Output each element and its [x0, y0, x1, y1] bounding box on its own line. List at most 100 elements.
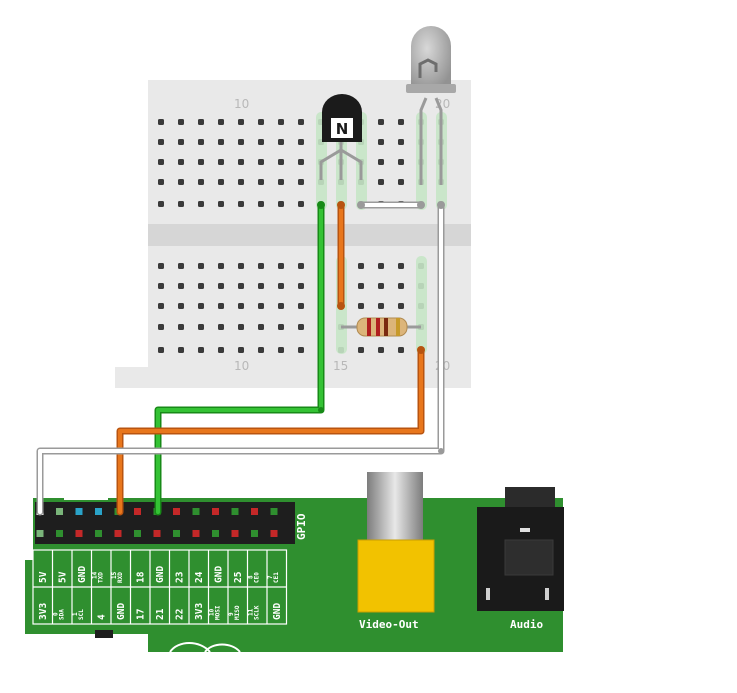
gpio-pin-label: RXD: [117, 572, 124, 583]
gpio-pin: [134, 508, 141, 515]
breadboard-hole: [178, 119, 184, 125]
gpio-pin: [95, 508, 102, 515]
breadboard-hole: [358, 283, 364, 289]
led: [406, 26, 456, 185]
gpio-pin-label: 21: [155, 608, 166, 620]
wires: [36, 201, 445, 516]
breadboard-hole: [258, 159, 264, 165]
led-body: [411, 26, 451, 90]
breadboard-hole: [198, 263, 204, 269]
gpio-pin-label: 4: [96, 614, 107, 620]
resistor: [341, 317, 421, 337]
gpio-pin: [231, 508, 239, 515]
gpio-pin: [251, 508, 258, 515]
breadboard-hole: [278, 263, 284, 269]
breadboard-hole: [378, 159, 384, 165]
breadboard-hole: [298, 159, 304, 165]
gpio-pin-label: 18: [135, 571, 146, 583]
gpio-pin-label: GND: [272, 603, 283, 620]
gpio-pin: [134, 530, 141, 537]
gpio-pin-label: 5V: [38, 571, 49, 583]
gpio-pin-label: 5V: [57, 571, 68, 583]
breadboard-hole: [298, 303, 304, 309]
gpio-pin: [95, 530, 102, 537]
breadboard-hole: [298, 263, 304, 269]
gpio-pin-label: 17: [135, 609, 146, 620]
breadboard-hole: [378, 347, 384, 353]
breadboard-hole: [238, 179, 244, 185]
breadboard-hole: [238, 283, 244, 289]
gpio-pin-number: 9: [228, 612, 235, 616]
gpio-pin-label: TXD: [97, 572, 104, 583]
breadboard-hole: [278, 179, 284, 185]
breadboard-hole: [398, 283, 404, 289]
breadboard-hole: [198, 159, 204, 165]
breadboard-hole: [158, 303, 164, 309]
breadboard-hole: [158, 179, 164, 185]
gpio-pin-label: GND: [155, 566, 166, 583]
gpio-pin-label: MISO: [234, 605, 241, 620]
gpio-pin: [270, 530, 278, 537]
col-label-10-bottom: 10: [234, 359, 249, 373]
breadboard-hole: [178, 179, 184, 185]
breadboard-hole: [218, 139, 224, 145]
breadboard-hole: [198, 139, 204, 145]
breadboard-hole: [298, 139, 304, 145]
gpio-pin: [173, 530, 180, 537]
breadboard-hole: [258, 263, 264, 269]
breadboard-hole: [358, 263, 364, 269]
breadboard-hole: [278, 201, 284, 207]
breadboard-hole: [298, 283, 304, 289]
breadboard-hole: [158, 347, 164, 353]
breadboard-hole: [198, 347, 204, 353]
breadboard-hole: [278, 119, 284, 125]
breadboard-hole: [358, 303, 364, 309]
breadboard-hole: [378, 283, 384, 289]
breadboard-hole: [218, 347, 224, 353]
breadboard-hole: [298, 324, 304, 330]
breadboard-hole: [238, 324, 244, 330]
gpio-pin-number: 7: [267, 575, 274, 579]
breadboard-hole: [158, 119, 164, 125]
gpio-pin-number: 15: [111, 571, 118, 579]
wire-ends: [317, 201, 445, 454]
gpio-pin: [114, 530, 122, 537]
audio-connector: Audio: [477, 487, 564, 631]
breadboard-hole: [398, 119, 404, 125]
gpio-pin: [173, 508, 180, 515]
breadboard-hole: [258, 283, 264, 289]
breadboard-hole: [298, 179, 304, 185]
gpio-pin-label: SDA: [58, 609, 65, 620]
breadboard-hole: [298, 347, 304, 353]
gpio-pin-label: CE1: [273, 572, 280, 583]
gpio-pin: [212, 508, 219, 515]
breadboard-hole: [238, 303, 244, 309]
breadboard-hole: [298, 201, 304, 207]
breadboard-hole: [238, 347, 244, 353]
transistor-marking: N: [336, 120, 349, 138]
breadboard-hole: [158, 159, 164, 165]
gpio-pin-number: 0: [52, 612, 59, 616]
breadboard-hole: [198, 119, 204, 125]
breadboard-hole: [178, 283, 184, 289]
breadboard-hole: [238, 159, 244, 165]
gpio-pin: [56, 530, 63, 537]
gpio-pin: [36, 530, 44, 537]
gpio-pin-label: 3V3: [38, 603, 49, 620]
breadboard-hole: [158, 201, 164, 207]
breadboard-hole: [198, 201, 204, 207]
breadboard-hole: [178, 303, 184, 309]
breadboard-hole: [258, 324, 264, 330]
breadboard-hole: [398, 303, 404, 309]
gpio-pin: [192, 530, 200, 537]
breadboard-hole: [278, 303, 284, 309]
gpio-pin-label: 23: [174, 571, 185, 583]
gpio-pin-label: 25: [233, 571, 244, 583]
col-label-10-top: 10: [234, 97, 249, 111]
breadboard-hole: [178, 139, 184, 145]
breadboard-hole: [258, 347, 264, 353]
breadboard-hole: [238, 201, 244, 207]
breadboard-hole: [238, 139, 244, 145]
breadboard-hole: [198, 303, 204, 309]
